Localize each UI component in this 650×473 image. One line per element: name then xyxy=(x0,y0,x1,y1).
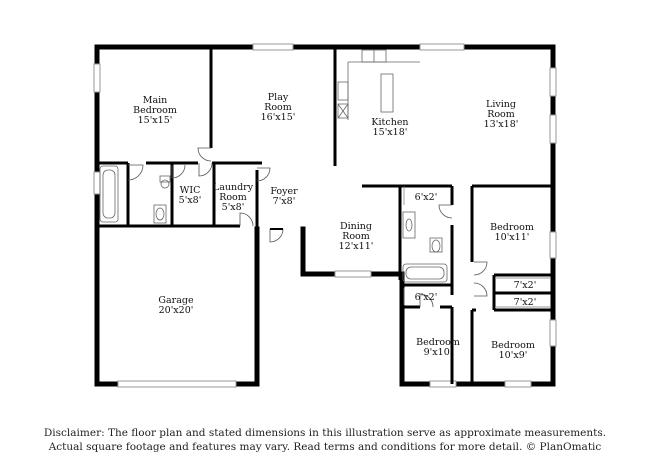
disclaimer-line-1: Disclaimer: The floor plan and stated di… xyxy=(43,427,607,439)
bathtub-left xyxy=(99,165,119,223)
room-kitchen: Kitchen 15'x18' xyxy=(371,117,408,138)
closet-shelves xyxy=(403,186,551,308)
room-dimensions: 10'x9' xyxy=(499,350,528,361)
room-closet-2: 7'x2' xyxy=(514,297,537,308)
room-name: Bedroom xyxy=(416,337,460,348)
room-dimensions: 15'x18' xyxy=(373,127,408,138)
room-foyer: Foyer 7'x8' xyxy=(270,186,298,207)
room-garage: Garage 20'x20' xyxy=(158,295,194,316)
kitchen-island xyxy=(380,73,394,113)
room-dimensions: 5'x8' xyxy=(179,195,202,206)
room-bedroom-right-top: Bedroom 10'x11' xyxy=(490,222,534,243)
room-name: Room xyxy=(342,231,370,242)
bathtub-middle xyxy=(402,263,448,283)
room-dimensions: 9'x10' xyxy=(424,347,453,358)
room-dimensions: 16'x15' xyxy=(261,112,296,123)
room-name: WIC xyxy=(180,185,201,196)
room-name: Living xyxy=(486,99,516,110)
room-play-room: Play Room 16'x15' xyxy=(261,92,296,123)
floor-plan: Main Bedroom 15'x15' Play Room 16'x15' K… xyxy=(93,43,557,388)
doors xyxy=(127,147,488,308)
room-bedroom-bottom-right: Bedroom 10'x9' xyxy=(491,340,535,361)
room-name: Main xyxy=(143,95,168,106)
room-dimensions: 6'x2' xyxy=(415,192,438,203)
room-name: Room xyxy=(219,192,247,203)
room-dining-room: Dining Room 12'x11' xyxy=(339,221,374,252)
room-name: Dining xyxy=(340,221,372,232)
room-dimensions: 6'x2' xyxy=(415,292,438,303)
room-main-bedroom: Main Bedroom 15'x15' xyxy=(133,95,177,126)
room-name: Room xyxy=(487,109,515,120)
room-closet-1: 7'x2' xyxy=(514,280,537,291)
room-bedroom-bottom-mid: Bedroom 9'x10' xyxy=(416,337,460,358)
room-name: Bedroom xyxy=(490,222,534,233)
room-dimensions: 5'x8' xyxy=(222,202,245,213)
windows xyxy=(93,43,557,388)
disclaimer-line-2: Actual square footage and features may v… xyxy=(48,441,602,453)
room-dimensions: 7'x2' xyxy=(514,297,537,308)
room-name: Garage xyxy=(158,295,194,306)
room-name: Laundry xyxy=(213,182,254,193)
fixtures xyxy=(99,49,448,283)
room-name: Room xyxy=(264,102,292,113)
room-bath-closet-upper: 6'x2' xyxy=(415,192,438,203)
room-dimensions: 12'x11' xyxy=(339,241,374,252)
room-dimensions: 13'x18' xyxy=(484,119,519,130)
stove xyxy=(337,81,349,101)
room-name: Bedroom xyxy=(491,340,535,351)
room-dimensions: 20'x20' xyxy=(159,305,194,316)
disclaimer: Disclaimer: The floor plan and stated di… xyxy=(0,426,650,454)
room-name: Foyer xyxy=(270,186,298,197)
interior-walls xyxy=(97,47,553,384)
room-dimensions: 15'x15' xyxy=(138,115,173,126)
room-bath-closet-lower: 6'x2' xyxy=(415,292,438,303)
room-dimensions: 7'x2' xyxy=(514,280,537,291)
toilet-left xyxy=(160,179,170,189)
bath-vanity xyxy=(402,211,416,239)
room-name: Bedroom xyxy=(133,105,177,116)
room-laundry-room: Laundry Room 5'x8' xyxy=(213,182,254,213)
room-wic: WIC 5'x8' xyxy=(179,185,202,206)
room-name: Kitchen xyxy=(371,117,408,128)
room-dimensions: 7'x8' xyxy=(273,196,296,207)
room-living-room: Living Room 13'x18' xyxy=(484,99,519,130)
room-name: Play xyxy=(268,92,289,103)
room-dimensions: 10'x11' xyxy=(495,232,530,243)
